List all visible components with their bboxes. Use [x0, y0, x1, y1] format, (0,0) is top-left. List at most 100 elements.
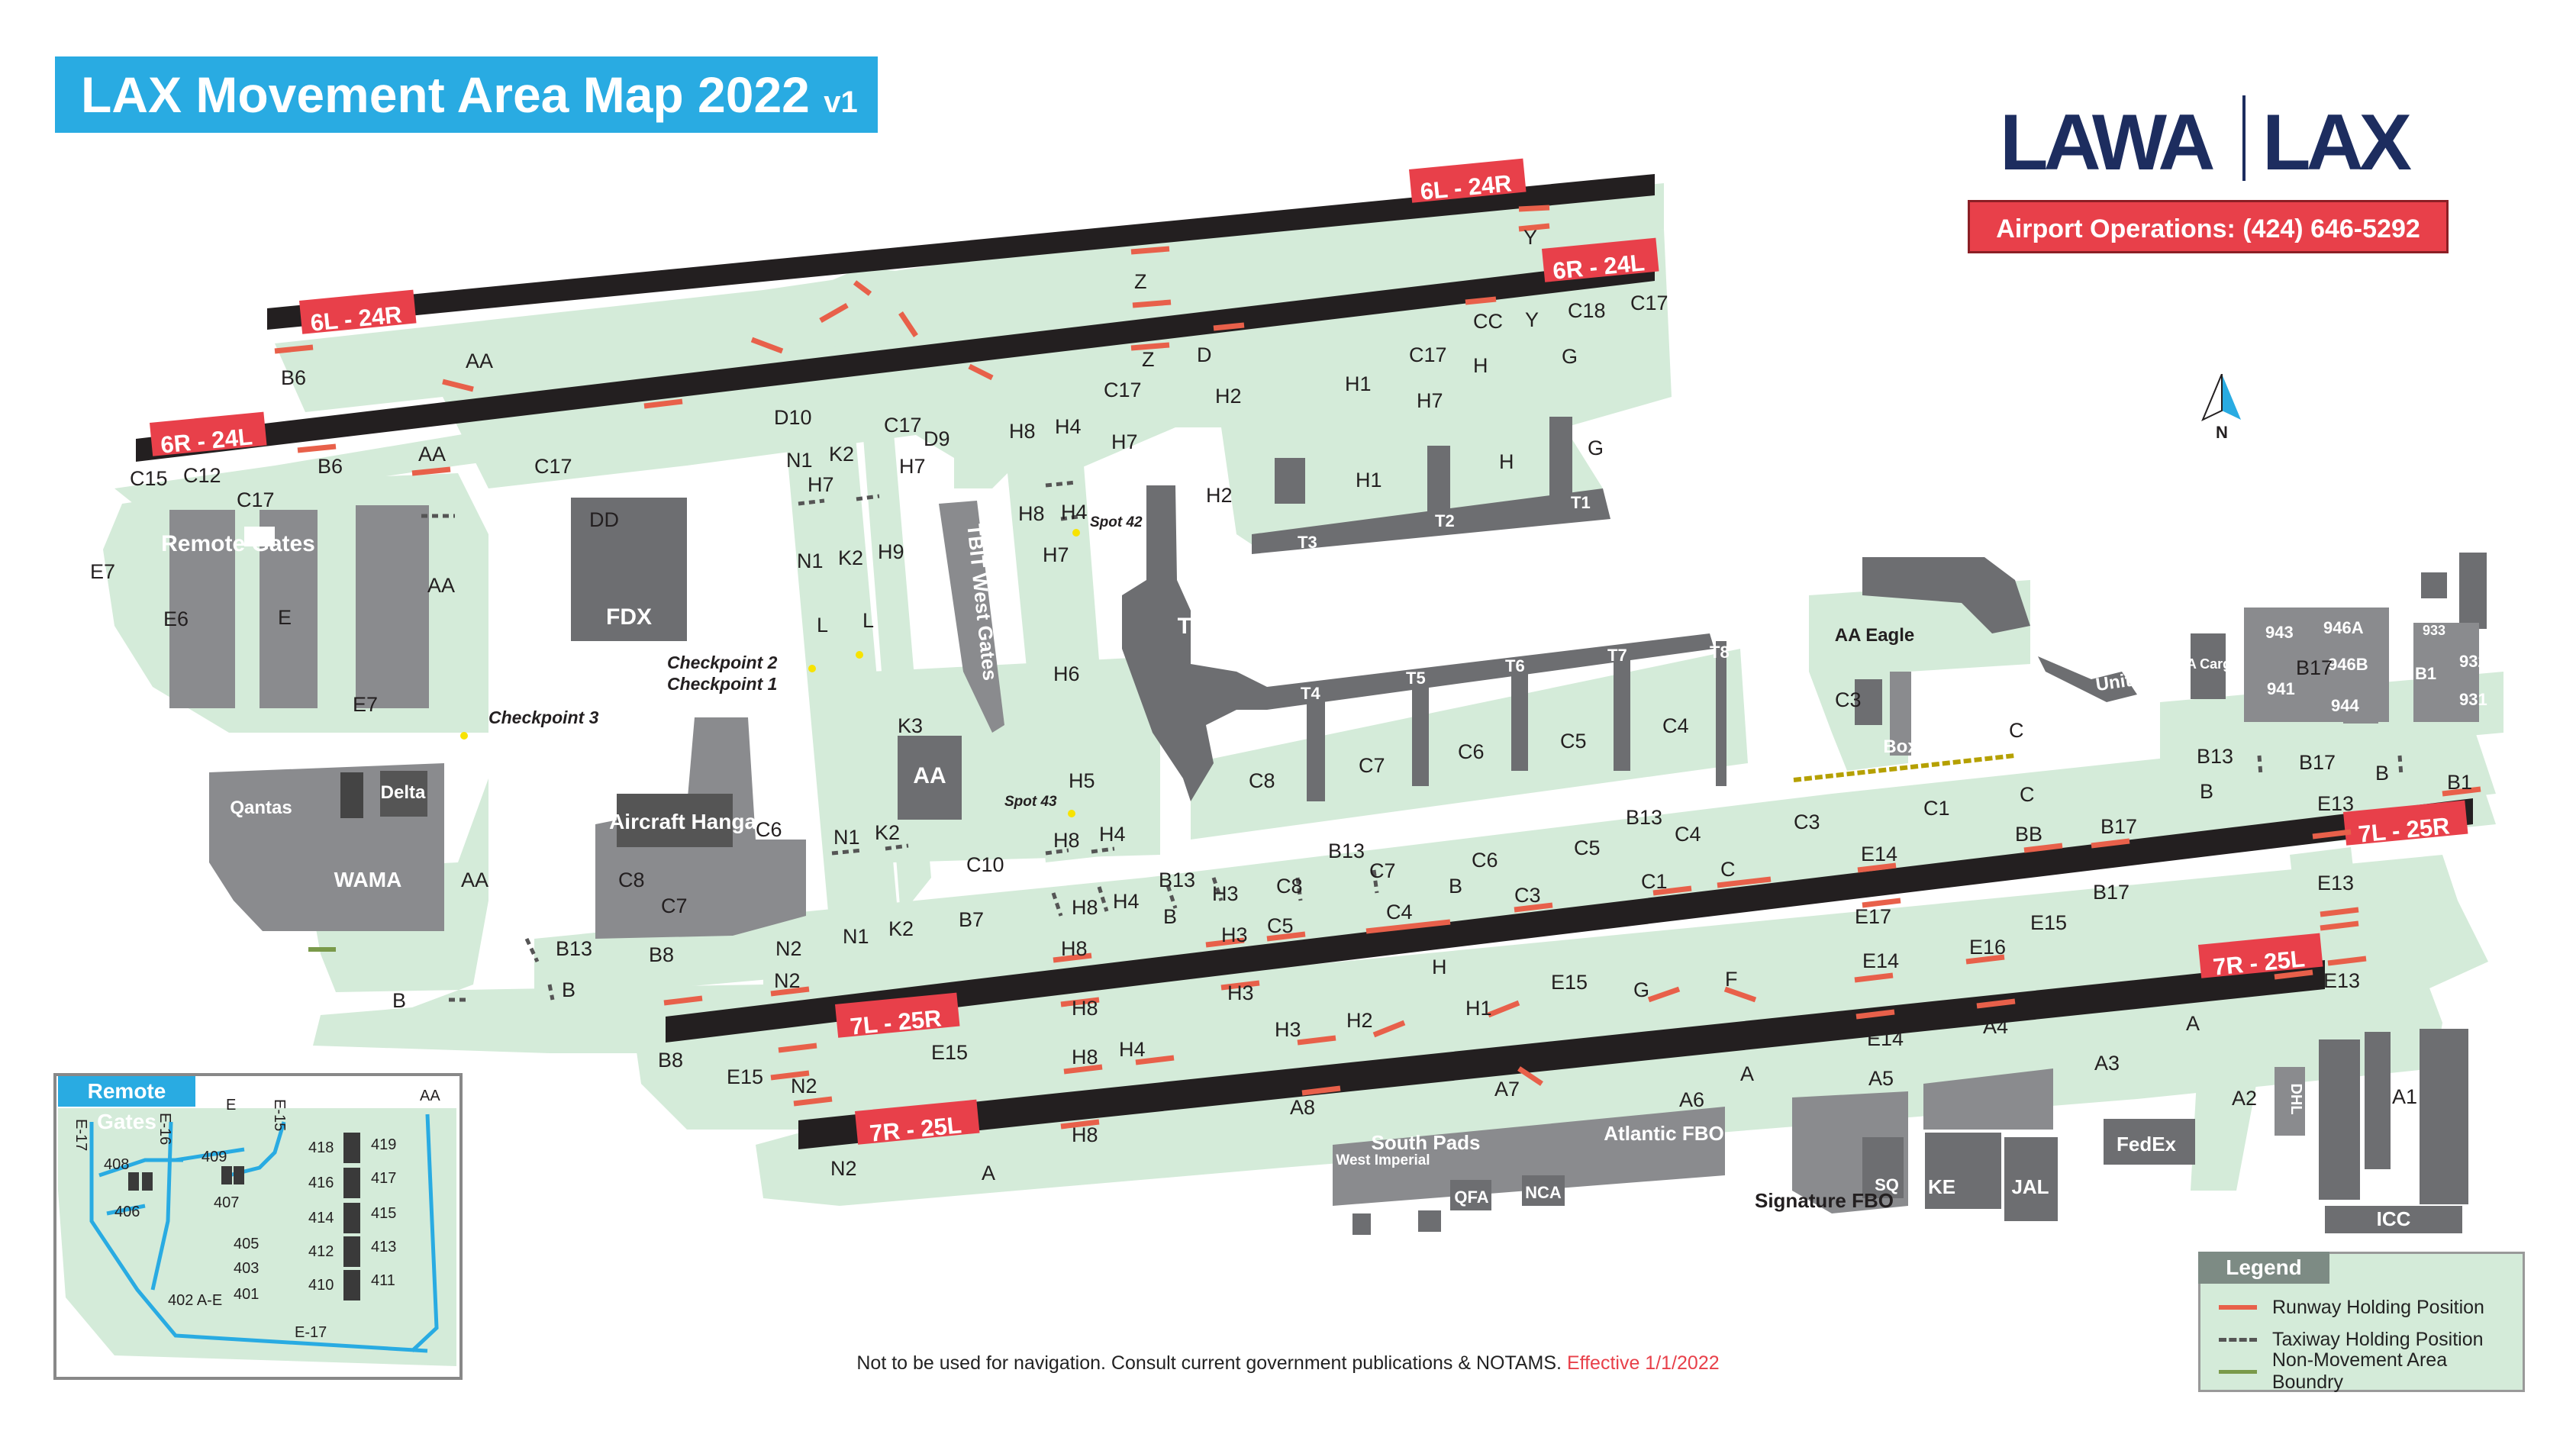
taxiway-f-2: E13 — [2317, 872, 2354, 894]
taxiway-e17: E7 — [90, 560, 115, 583]
taxiway-p-3: N1 — [833, 826, 860, 849]
legend-label: Taxiway Holding Position — [2272, 1328, 2484, 1350]
taxiway-h6: H1 — [1465, 997, 1492, 1020]
taxiway-c-2: B13 — [1159, 869, 1195, 891]
taxiway-k2: H6 — [1053, 662, 1080, 685]
taxiway-a3: A3 — [2094, 1052, 2120, 1075]
inset-gate-411: 411 — [371, 1272, 395, 1289]
taxiway-a1: A1 — [2392, 1085, 2417, 1108]
taxiway-h-3: E15 — [931, 1041, 968, 1064]
taxiway-b1: B1 — [2447, 771, 2472, 794]
taxiway-bb: B6 — [281, 366, 306, 389]
taxiway-p-4: N1 — [843, 925, 869, 948]
inset-e16: E-16 — [156, 1113, 173, 1145]
inset-gate-419: 419 — [371, 1136, 396, 1153]
legend-non-movement: Non-Movement Area Boundry — [2219, 1349, 2523, 1393]
spot-42: Spot 42 — [1090, 514, 1143, 530]
taxiway-g-3: E14 — [1867, 1027, 1904, 1050]
taxiway-b17-2: B8 — [658, 1049, 683, 1072]
taxiway-c1-2: B17 — [2296, 656, 2333, 679]
taxiway-k-2: H4 — [1061, 501, 1088, 524]
terminal-t3: T3 — [1298, 533, 1317, 552]
ke-label: KE — [1928, 1175, 1955, 1198]
pad-b1: B1 — [2415, 664, 2436, 683]
building-labels: Remote Gates FDX TBIT West Gates TBIT AA… — [161, 523, 2410, 1230]
taxiway-e7: C18 — [1568, 299, 1606, 322]
taxiway-a6: A6 — [1679, 1088, 1704, 1111]
taxiway-e6: C17 — [1630, 292, 1668, 314]
terminal-labels: T1 T2 T3 T4 T5 T6 T7 T8 — [1298, 493, 1730, 703]
taxiway-b-4: B — [1449, 875, 1462, 898]
taxiway-d10-2: H2 — [1206, 484, 1233, 507]
inset-e17: E-17 — [73, 1119, 89, 1151]
terminal-t4: T4 — [1301, 684, 1320, 703]
taxiway-b6: C3 — [1514, 884, 1541, 907]
map-title: LAX Movement Area Map 2022 v1 — [55, 56, 878, 133]
terminal-t6: T6 — [1505, 656, 1525, 675]
taxiway-c3: C — [2020, 783, 2035, 806]
taxiway-aa-2: AA — [418, 443, 446, 466]
taxiway-d9-2: H1 — [1356, 469, 1382, 492]
taxiway-p-2: N1 — [797, 550, 824, 572]
pad-941: 941 — [2267, 679, 2295, 698]
taxiway-w-2: Z — [1142, 348, 1155, 371]
taxiway-c-4: B13 — [1626, 806, 1662, 829]
pad-946a: 946A — [2323, 618, 2364, 637]
south-pads-label: South Pads — [1371, 1131, 1480, 1154]
taxiway-e: C17 — [237, 488, 275, 511]
taxiway-c9: C7 — [1369, 859, 1396, 882]
taxiway-aa-3: AA — [427, 574, 455, 597]
aa-cargo-label: AA Cargo — [2177, 656, 2239, 672]
taxiway-j: H3 — [1212, 882, 1239, 905]
taxiway-n2-2: L — [862, 609, 874, 632]
inset-e: E — [226, 1097, 236, 1114]
taxiway-b4: C — [1720, 858, 1736, 881]
taxiway-c7: C5 — [1574, 836, 1601, 859]
taxiway-q-4: N2 — [830, 1157, 857, 1180]
taxiway-holding-swatch — [2219, 1337, 2257, 1342]
taxiway-w: Z — [1134, 270, 1147, 293]
inset-gate-409: 409 — [202, 1149, 227, 1165]
taxiway-b3: BB — [2015, 823, 2042, 846]
tbit-label: TBIT — [1178, 614, 1229, 639]
taxiway-c9-2: C7 — [1359, 754, 1385, 777]
taxiway-v-2: Y — [1523, 226, 1537, 249]
taxiway-holding-positions — [421, 480, 2404, 1002]
taxiway-e16: E6 — [163, 608, 189, 630]
taxiway-c-3: B13 — [1328, 840, 1365, 862]
inset-gate-418: 418 — [308, 1139, 334, 1156]
facility-labels-dark: AA Eagle Signature FBO AA Cargo — [1755, 625, 2239, 1212]
taxiway-b7: C4 — [1386, 901, 1413, 923]
checkpoint-2: Checkpoint 2 — [667, 653, 778, 672]
taxiway-b13: B7 — [959, 908, 984, 931]
taxiway-h-4: E15 — [727, 1065, 763, 1088]
taxiway-h4: G — [1633, 978, 1649, 1001]
taxiway-l-2: H8 — [1018, 502, 1045, 525]
taxiway-n-4: K2 — [888, 917, 914, 940]
buildings — [169, 417, 2487, 1235]
runways — [136, 174, 2473, 1149]
fdx-label: FDX — [606, 604, 652, 630]
north-arrow-icon: N — [2201, 373, 2241, 442]
legend-label: Runway Holding Position — [2272, 1296, 2484, 1318]
taxiway-b8: C5 — [1267, 914, 1294, 937]
delta-label: Delta — [381, 782, 426, 803]
taxiway-aa: AA — [466, 350, 493, 372]
aa-label: AA — [913, 763, 946, 788]
non-movement-boundary-line — [1793, 753, 2016, 782]
taxiway-c1: B17 — [2299, 751, 2336, 774]
wama-label: WAMA — [334, 868, 402, 891]
taxiway-letter-labels: B6 AA C15 C12 B6 AA C17 C17 E7 E6 E AA E… — [90, 226, 2472, 1184]
taxiway-c5: C3 — [1794, 811, 1820, 833]
runway-6L-24R — [267, 174, 1655, 330]
runway-7R-25L — [798, 960, 2325, 1149]
taxiway-l-3: H8 — [1053, 829, 1080, 852]
taxiway-e12: D9 — [924, 427, 950, 450]
taxiway-k-3: H4 — [1099, 823, 1126, 846]
taxiway-l-4: H8 — [1072, 896, 1098, 919]
taxiway-j-2: H3 — [1221, 923, 1248, 946]
taxiway-n: K2 — [829, 443, 854, 466]
jal-label: JAL — [2011, 1175, 2049, 1198]
legend-runway-holding: Runway Holding Position — [2219, 1295, 2484, 1320]
